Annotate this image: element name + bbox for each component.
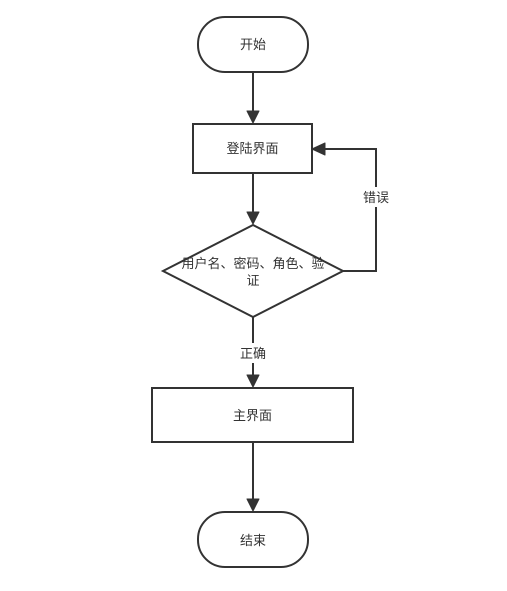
login-screen-node[interactable]: 登陆界面 <box>192 123 313 174</box>
main-screen-label: 主界面 <box>233 409 272 424</box>
error-edge-label: 错误 <box>363 191 389 206</box>
arrowhead-down-icon <box>246 374 260 388</box>
start-node-label: 开始 <box>240 38 266 53</box>
verify-decision-label-line1: 用户名、密码、角色、验 <box>181 256 324 272</box>
end-terminal-shape <box>197 511 309 568</box>
login-screen-shape <box>192 123 313 174</box>
edge-main-to-end <box>246 442 260 512</box>
verify-decision-node[interactable]: 用户名、密码、角色、验 证 <box>160 223 346 319</box>
edge-login-to-verify <box>246 173 260 225</box>
arrowhead-left-icon <box>311 142 326 156</box>
main-screen-shape <box>151 387 354 443</box>
edge-verify-to-login-error: 错误 <box>311 142 393 272</box>
edge-verify-to-main-correct: 正确 <box>235 317 271 388</box>
edge-label-background <box>235 343 271 363</box>
arrowhead-down-icon <box>246 110 260 124</box>
edge-label-background <box>359 187 393 207</box>
arrowhead-down-icon <box>246 211 260 225</box>
arrowhead-down-icon <box>246 498 260 512</box>
verify-decision-label-line2: 证 <box>246 274 259 289</box>
end-node-label: 结束 <box>240 534 266 549</box>
login-screen-label: 登陆界面 <box>226 141 278 157</box>
end-node[interactable]: 结束 <box>197 511 309 568</box>
edge-error-loop-line <box>324 148 377 272</box>
start-node[interactable]: 开始 <box>197 16 309 73</box>
main-screen-node[interactable]: 主界面 <box>151 387 354 443</box>
correct-edge-label: 正确 <box>240 347 266 362</box>
edge-start-to-login <box>246 72 260 124</box>
